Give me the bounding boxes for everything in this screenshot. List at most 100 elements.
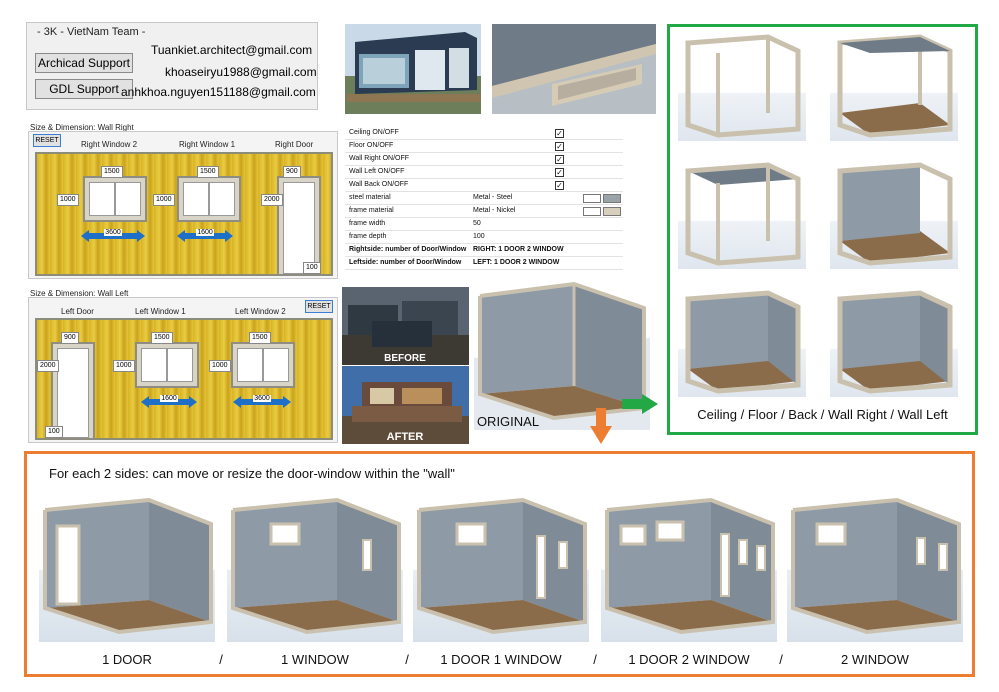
steel-material-key: steel material bbox=[349, 194, 391, 201]
right-bottom-offset: 100 bbox=[303, 262, 321, 274]
left-window-2[interactable] bbox=[231, 342, 295, 388]
gdl-support-button[interactable]: GDL Support bbox=[35, 79, 133, 99]
frame-material-value[interactable]: Metal - Nickel bbox=[473, 207, 516, 214]
frame-width-key: frame width bbox=[349, 220, 386, 227]
steel-material-row: steel material Metal - Steel bbox=[345, 192, 623, 205]
frame-swatch[interactable] bbox=[603, 207, 621, 216]
wall-right-elevation: 1500 1000 1500 1000 900 2000 3600 1600 1… bbox=[35, 152, 333, 276]
right-dimension-arrow-2[interactable]: 1600 bbox=[177, 229, 233, 242]
wall-right-row: Wall Right ON/OFF ✓ bbox=[345, 153, 623, 166]
wall-back-row: Wall Back ON/OFF ✓ bbox=[345, 179, 623, 192]
right-win2-height: 1000 bbox=[57, 194, 79, 206]
variant-label-2: 1 WINDOW bbox=[281, 652, 349, 667]
variant-2-window bbox=[787, 496, 963, 642]
floor-thumb bbox=[830, 33, 958, 141]
steel-swatch-blank[interactable] bbox=[583, 194, 601, 203]
frame-only-thumb bbox=[678, 33, 806, 141]
wall-right-checkbox[interactable]: ✓ bbox=[555, 155, 564, 164]
frame-width-row: frame width 50 bbox=[345, 218, 623, 231]
steel-swatch[interactable] bbox=[603, 194, 621, 203]
archicad-support-button[interactable]: Archicad Support bbox=[35, 53, 133, 73]
right-door-width: 900 bbox=[283, 166, 301, 178]
before-photo: BEFORE bbox=[342, 287, 469, 365]
frame-depth-value[interactable]: 100 bbox=[473, 233, 485, 240]
email-1[interactable]: Tuankiet.architect@gmail.com bbox=[151, 43, 313, 57]
separator-4: / bbox=[779, 652, 783, 667]
after-photo: AFTER bbox=[342, 366, 469, 444]
ceiling-checkbox[interactable]: ✓ bbox=[555, 129, 564, 138]
frame-width-value[interactable]: 50 bbox=[473, 220, 481, 227]
rightside-key: Rightside: number of Door/Window bbox=[349, 246, 467, 253]
wall-left-panel: RESET Left Door Left Window 1 Left Windo… bbox=[28, 297, 338, 443]
right-window-1[interactable] bbox=[177, 176, 241, 222]
right-arrow-2-value: 1600 bbox=[196, 229, 214, 236]
floor-key: Floor ON/OFF bbox=[349, 142, 394, 149]
left-win2-height: 1000 bbox=[209, 360, 231, 372]
before-label: BEFORE bbox=[384, 353, 426, 364]
after-label: AFTER bbox=[387, 431, 424, 443]
right-door-height: 2000 bbox=[261, 194, 283, 206]
left-dimension-arrow-1[interactable]: 1600 bbox=[141, 395, 197, 408]
separator-3: / bbox=[593, 652, 597, 667]
wall-right-reset-button[interactable]: RESET bbox=[33, 134, 61, 147]
wall-left-row: Wall Left ON/OFF ✓ bbox=[345, 166, 623, 179]
wall-right-thumb bbox=[678, 289, 806, 397]
wall-left-elevation: 900 2000 1500 1000 1500 1000 1600 3600 1… bbox=[35, 318, 333, 440]
orange-down-arrow bbox=[590, 408, 612, 444]
variant-1-window bbox=[227, 496, 403, 642]
wall-back-key: Wall Back ON/OFF bbox=[349, 181, 409, 188]
right-window-2[interactable] bbox=[83, 176, 147, 222]
email-2[interactable]: khoaseiryu1988@gmail.com bbox=[165, 65, 317, 79]
wall-right-panel: RESET Right Window 2 Right Window 1 Righ… bbox=[28, 131, 338, 279]
right-win1-width: 1500 bbox=[197, 166, 219, 178]
separator-1: / bbox=[219, 652, 223, 667]
wall-back-checkbox[interactable]: ✓ bbox=[555, 181, 564, 190]
wall-left-title: Size & Dimension: Wall Left bbox=[30, 289, 129, 298]
frame-depth-key: frame depth bbox=[349, 233, 387, 240]
right-arrow-1-value: 3600 bbox=[104, 229, 122, 236]
frame-swatch-blank[interactable] bbox=[583, 207, 601, 216]
left-win2-width: 1500 bbox=[249, 332, 271, 344]
component-toggle-box: Ceiling / Floor / Back / Wall Right / Wa… bbox=[667, 24, 978, 435]
left-window-1[interactable] bbox=[135, 342, 199, 388]
right-dimension-arrow-1[interactable]: 3600 bbox=[81, 229, 145, 242]
wall-left-checkbox[interactable]: ✓ bbox=[555, 168, 564, 177]
floor-checkbox[interactable]: ✓ bbox=[555, 142, 564, 151]
variant-1-door-2-window bbox=[601, 496, 777, 642]
leftside-key: Leftside: number of Door/Window bbox=[349, 259, 462, 266]
rightside-value[interactable]: RIGHT: 1 DOOR 2 WINDOW bbox=[473, 246, 564, 253]
variant-label-5: 2 WINDOW bbox=[841, 652, 909, 667]
settings-table: Ceiling ON/OFF ✓ Floor ON/OFF ✓ Wall Right… bbox=[345, 127, 623, 271]
left-door-height: 2000 bbox=[37, 360, 59, 372]
original-render: ORIGINAL bbox=[474, 278, 650, 430]
wall-left-key: Wall Left ON/OFF bbox=[349, 168, 405, 175]
ceiling-row: Ceiling ON/OFF ✓ bbox=[345, 127, 623, 140]
left-arrow-1-value: 1600 bbox=[160, 395, 178, 402]
right-win1-height: 1000 bbox=[153, 194, 175, 206]
steel-material-value[interactable]: Metal - Steel bbox=[473, 194, 513, 201]
wall-left-reset-button[interactable]: RESET bbox=[305, 300, 333, 313]
container-detail-render bbox=[492, 24, 656, 114]
wall-right-key: Wall Right ON/OFF bbox=[349, 155, 410, 162]
left-window-1-label: Left Window 1 bbox=[135, 307, 186, 316]
variant-label-4: 1 DOOR 2 WINDOW bbox=[628, 652, 750, 667]
team-panel: - 3K - VietNam Team - Archicad Support G… bbox=[26, 22, 318, 110]
container-house-photo bbox=[345, 24, 481, 114]
left-dimension-arrow-2[interactable]: 3600 bbox=[233, 395, 291, 408]
variant-1-door bbox=[39, 496, 215, 642]
wall-right-title: Size & Dimension: Wall Right bbox=[30, 123, 134, 132]
ceiling-thumb bbox=[678, 161, 806, 269]
right-win2-width: 1500 bbox=[101, 166, 123, 178]
ceiling-key: Ceiling ON/OFF bbox=[349, 129, 399, 136]
left-door-width: 900 bbox=[61, 332, 79, 344]
email-3[interactable]: anhkhoa.nguyen151188@gmail.com bbox=[121, 85, 316, 99]
leftside-value[interactable]: LEFT: 1 DOOR 2 WINDOW bbox=[473, 259, 560, 266]
variant-label-1: 1 DOOR bbox=[102, 652, 152, 667]
team-title: - 3K - VietNam Team - bbox=[37, 26, 146, 38]
right-window-2-label: Right Window 2 bbox=[81, 140, 138, 149]
right-door[interactable] bbox=[277, 176, 321, 276]
left-win1-width: 1500 bbox=[151, 332, 173, 344]
rightside-row: Rightside: number of Door/Window RIGHT: 1… bbox=[345, 244, 623, 257]
component-caption: Ceiling / Floor / Back / Wall Right / Wa… bbox=[697, 407, 948, 422]
